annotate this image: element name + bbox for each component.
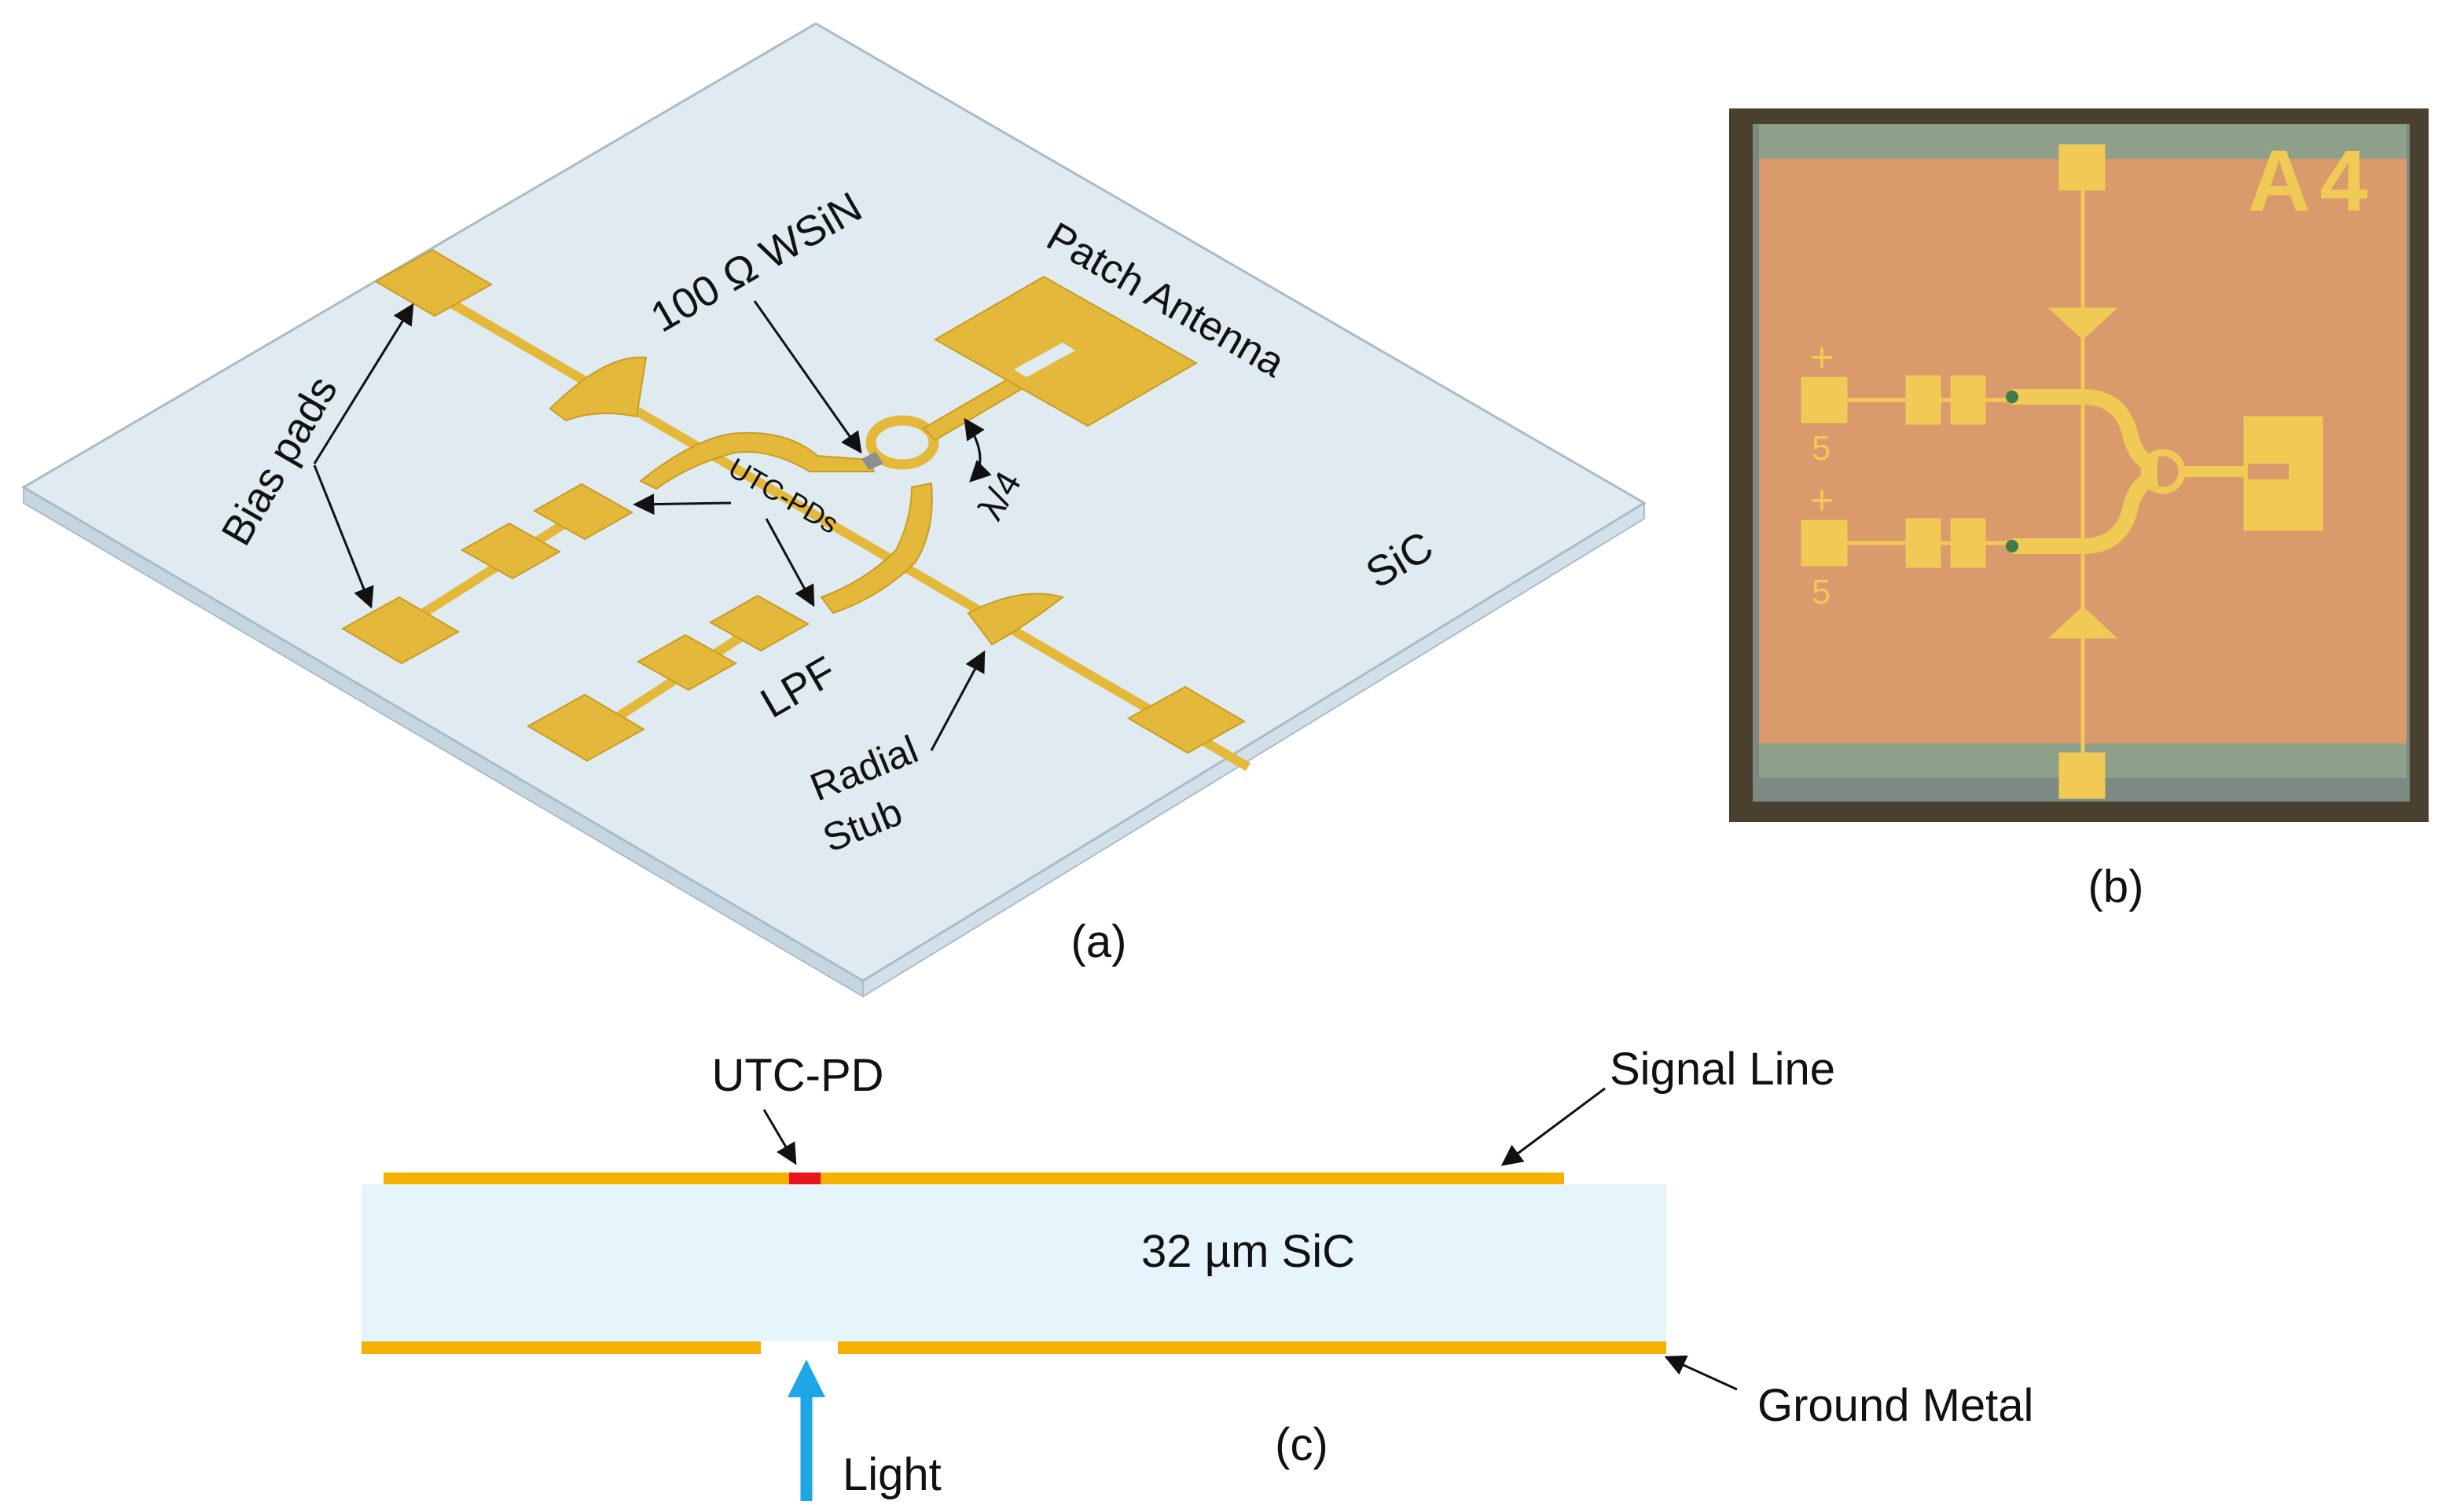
chip-mark-bottom: 5: [1812, 573, 1831, 611]
chip-pad-left-top: [1801, 376, 1848, 424]
chip-plus-bottom: +: [1810, 478, 1834, 523]
chip-stub-top: [2047, 307, 2118, 340]
panel-c-caption: (c): [1275, 1419, 1328, 1470]
signal-line-label: Signal Line: [1610, 1044, 1835, 1095]
chip-pad-left-bottom: [1801, 519, 1848, 567]
chip-stub-bottom: [2047, 606, 2118, 639]
radial-stub-top: [549, 356, 648, 422]
sic-substrate-cross: [362, 1184, 1666, 1341]
panel-c-cross-section: UTC-PD Signal Line 32 µm SiC Ground Meta…: [362, 1044, 2033, 1501]
annotation-arrows: [313, 300, 992, 751]
feed-line-lower: [820, 482, 933, 615]
panel-a-3d-layout: Bias pads 100 Ω WSiN Patch Antenna UTC-P…: [21, 22, 1647, 998]
utc-pd-element: [789, 1173, 821, 1184]
chip-mark-top: 5: [1812, 429, 1831, 468]
chip-pad-bottom: [2058, 752, 2106, 799]
chip-pad-top: [2058, 144, 2106, 191]
ground-metal-right: [838, 1341, 1666, 1354]
bias-pad-top: [373, 248, 494, 317]
panel-b-chip-photo: A4 + + 5 5 (b): [1729, 108, 2429, 912]
panel-a-caption: (a): [1071, 916, 1127, 967]
ground-metal-left: [362, 1341, 761, 1354]
light-arrow-head: [788, 1360, 825, 1397]
signal-line: [384, 1173, 1564, 1184]
gold-metallization: [340, 248, 1251, 772]
panel-b-caption: (b): [2088, 861, 2144, 912]
bias-pad-bottom-right: [1126, 685, 1247, 754]
lpf-pad-1: [460, 522, 562, 580]
substrate-label: 32 µm SiC: [1141, 1226, 1355, 1277]
light-label: Light: [843, 1449, 942, 1500]
lpf-pad-3: [636, 633, 738, 692]
bias-pad-bottom-left: [526, 693, 646, 762]
wsin-resistor: [861, 452, 883, 470]
ring-resonator: [865, 415, 939, 470]
utc-pd-label: UTC-PD: [711, 1050, 883, 1101]
radial-stub-bottom: [967, 593, 1065, 646]
chip-id: A4: [2248, 133, 2378, 229]
lpf-pad-2: [532, 483, 634, 541]
lpf-pad-4: [708, 594, 810, 652]
chip-plus-top: +: [1810, 335, 1834, 380]
bias-pad-left: [340, 596, 461, 665]
ground-metal-label: Ground Metal: [1757, 1380, 2033, 1431]
